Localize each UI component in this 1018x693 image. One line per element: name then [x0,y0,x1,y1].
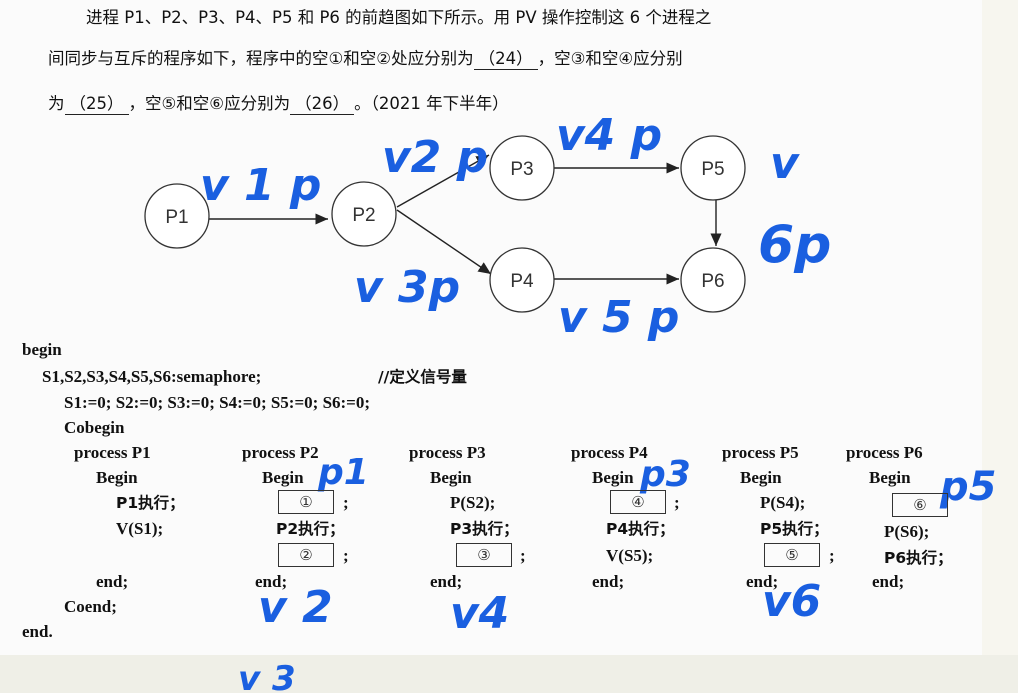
code-end: end. [22,622,53,641]
node-label: P5 [701,159,724,180]
handwriting-box-6: p5 [939,464,996,510]
process-header: process P4 [571,443,648,462]
blank-box-5: ⑤ [764,543,820,567]
node-label: P6 [701,271,724,292]
node-p4 [489,247,555,313]
node-p1 [144,183,210,249]
handwriting-box-2: v 2 [258,582,333,633]
semicolon: ; [520,546,526,565]
question-line-2: 间同步与互斥的程序如下，程序中的空①和空②处应分别为（24），空③和空④应分别 [48,49,948,70]
process-begin: Begin [869,468,911,487]
process-end: end; [746,572,779,591]
process-header: process P6 [846,443,923,462]
code-line: V(S1); [116,519,164,538]
code-line: P(S2); [450,493,496,512]
question-text: 间同步与互斥的程序如下，程序中的空①和空②处应分别为 [48,49,474,68]
node-label: P2 [352,205,375,226]
process-header: process P5 [722,443,799,462]
blank-26: （26） [290,94,355,115]
code-declaration: S1,S2,S3,S4,S5,S6:semaphore; [42,367,262,386]
code-line: P4执行； [606,520,675,538]
handwriting-box-5: v6 [762,576,821,627]
code-line: P6执行； [884,549,953,567]
question-text: ，空③和空④应分别 [537,49,683,68]
code-line: V(S5); [606,546,654,565]
handwriting-edge-p2-p3: v2 p [382,132,488,183]
process-end: end; [96,572,129,591]
process-end: end; [592,572,625,591]
node-p6 [680,247,746,313]
edge-p2-p4 [396,209,492,275]
question-line-1: 进程 P1、P2、P3、P4、P5 和 P6 的前趋图如下所示。用 PV 操作控… [86,8,712,27]
question-text: ，空⑤和空⑥应分别为 [128,94,291,113]
handwriting-edge-p3-p5: v4 p [556,110,662,161]
process-header: process P1 [74,443,151,462]
blank-25: （25） [64,94,129,115]
question-line-3: 为（25），空⑤和空⑥应分别为（26）。（2021 年下半年） [48,94,948,115]
handwriting-edge-p1-p2: v 1 p [200,160,321,211]
code-comment: //定义信号量 [378,368,467,386]
blank-box-1: ① [278,490,334,514]
code-line: P2执行； [276,520,345,538]
handwriting-edge-p5-p6: 6p [758,215,831,275]
process-header: process P3 [409,443,486,462]
node-label: P3 [510,159,533,180]
code-line: P1执行； [116,494,185,512]
blank-box-4: ④ [610,490,666,514]
handwriting-edge-p5-p6-top: v [770,138,800,189]
process-header: process P2 [242,443,319,462]
node-p2 [331,181,397,247]
semicolon: ; [343,546,349,565]
node-p5 [680,135,746,201]
edge-p2-p3 [396,154,490,208]
process-end: end; [430,572,463,591]
code-line: P5执行； [760,520,829,538]
semicolon: ; [343,493,349,512]
code-cobegin: Cobegin [64,418,125,437]
code-coend: Coend; [64,597,117,616]
document-page [0,0,982,655]
process-begin: Begin [592,468,634,487]
code-line: P3执行； [450,520,519,538]
blank-box-2: ② [278,543,334,567]
code-line: P(S4); [760,493,806,512]
question-text: 。（2021 年下半年） [354,94,509,113]
node-p3 [489,135,555,201]
process-begin: Begin [262,468,304,487]
blank-box-6: ⑥ [892,493,948,517]
process-begin: Begin [96,468,138,487]
question-text: 为 [48,94,65,113]
handwriting-bottom: v 3 [238,659,296,693]
process-begin: Begin [740,468,782,487]
code-init: S1:=0; S2:=0; S3:=0; S4:=0; S5:=0; S6:=0… [64,393,371,412]
bottom-strip [0,655,1018,693]
blank-24: （24） [473,49,538,70]
node-label: P4 [510,271,534,292]
handwriting-edge-p2-p4: v 3p [354,262,460,313]
code-begin: begin [22,340,62,359]
handwriting-edge-p4-p6: v 5 p [558,292,679,343]
process-end: end; [255,572,288,591]
handwriting-box-1: p1 [317,452,369,493]
semicolon: ; [674,493,680,512]
handwriting-box-3: v4 [450,588,509,639]
code-line: P(S6); [884,522,930,541]
node-label: P1 [165,207,188,228]
process-end: end; [872,572,905,591]
semicolon: ; [829,546,835,565]
process-begin: Begin [430,468,472,487]
handwriting-box-4: p3 [639,454,691,495]
blank-box-3: ③ [456,543,512,567]
